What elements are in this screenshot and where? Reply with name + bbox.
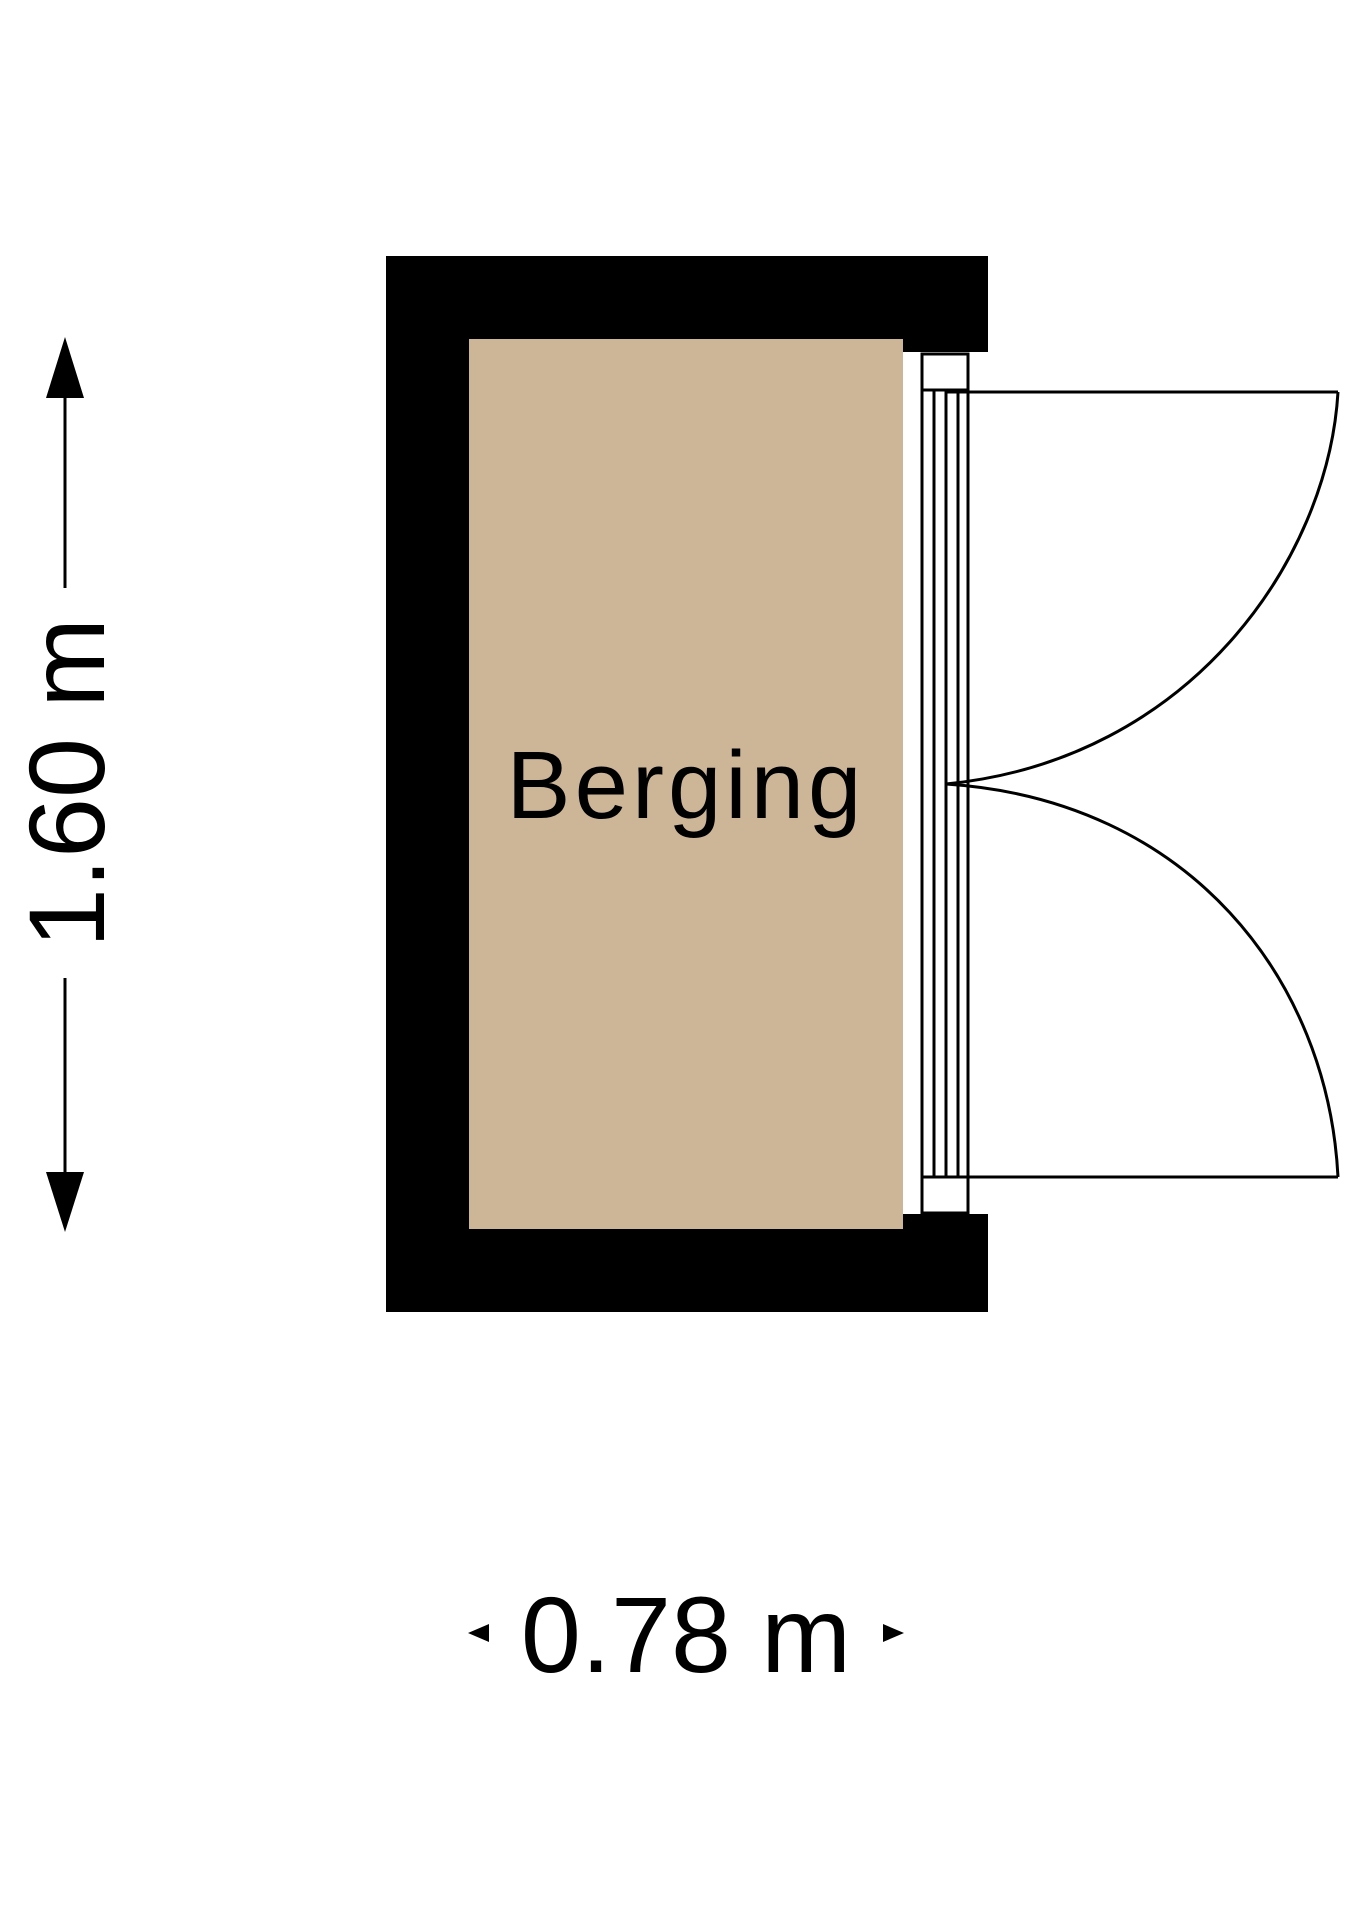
dimension-arrow-left-icon xyxy=(468,1624,489,1642)
height-dimension: 1.60 m xyxy=(6,337,127,1232)
door-swing-arc-upper xyxy=(945,391,1340,786)
dimension-arrow-right-icon xyxy=(883,1624,904,1642)
room-label: Berging xyxy=(507,732,866,839)
width-dimension-label: 0.78 m xyxy=(521,1574,851,1695)
door-swing-arc-lower xyxy=(945,782,1340,1178)
dimension-arrow-down-icon xyxy=(46,1172,84,1232)
dimension-arrow-up-icon xyxy=(46,337,84,398)
wall-bottom xyxy=(386,1229,988,1312)
double-door xyxy=(945,390,1340,1179)
wall-left xyxy=(386,256,469,1312)
door-jamb-top xyxy=(920,352,970,392)
walls xyxy=(386,256,988,1312)
wall-top xyxy=(386,256,988,339)
wall-right-bottom-stub xyxy=(902,1214,988,1312)
wall-right-top-stub xyxy=(902,256,988,352)
room-floor xyxy=(469,339,903,1229)
height-dimension-label: 1.60 m xyxy=(6,618,127,948)
width-dimension: 0.78 m xyxy=(468,1574,904,1695)
door-jamb-bottom xyxy=(920,1175,970,1215)
